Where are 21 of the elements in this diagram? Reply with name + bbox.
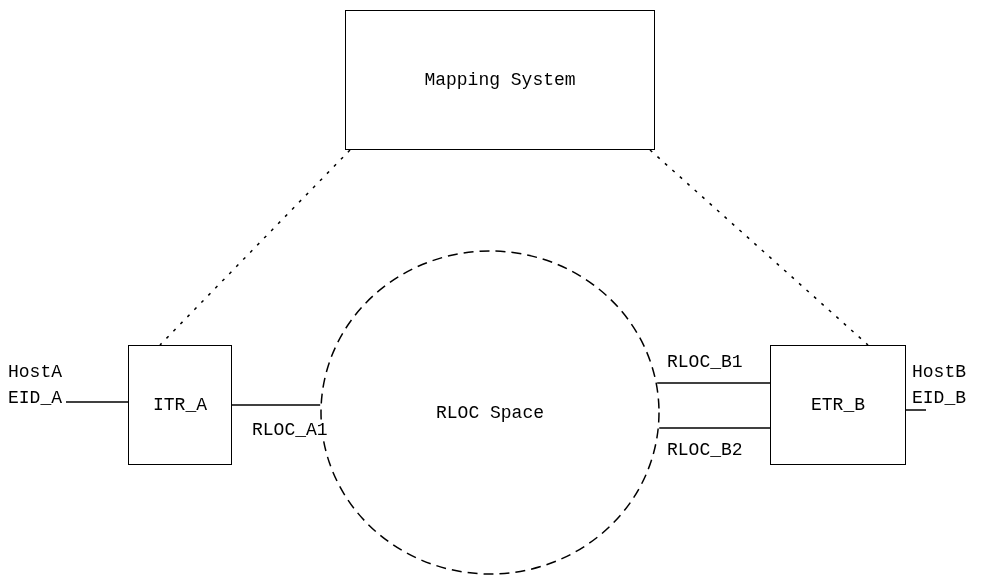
dashed-connector	[649, 149, 869, 346]
endpoint-id: EID_A	[8, 387, 62, 409]
router-box	[770, 345, 906, 465]
endpoint-id: EID_B	[912, 387, 966, 409]
connector-line	[905, 409, 927, 411]
node-label: RLOC Space	[436, 401, 544, 424]
host-name: HostA	[8, 361, 62, 383]
connector-line	[656, 382, 771, 384]
host-name: HostB	[912, 361, 966, 383]
connector-line	[65, 401, 129, 403]
edge-label: RLOC_B1	[665, 352, 745, 372]
edge-label: RLOC_B2	[665, 440, 745, 460]
dashed-connector	[159, 149, 351, 346]
node-label: Mapping System	[424, 69, 576, 91]
node-label: ETR_B	[811, 394, 865, 416]
connector-line	[231, 404, 321, 406]
edge-label: RLOC_A1	[250, 420, 330, 440]
node-label: ITR_A	[153, 394, 207, 416]
connector-line	[658, 427, 771, 429]
mapping-system-box	[345, 10, 655, 150]
router-box	[128, 345, 232, 465]
